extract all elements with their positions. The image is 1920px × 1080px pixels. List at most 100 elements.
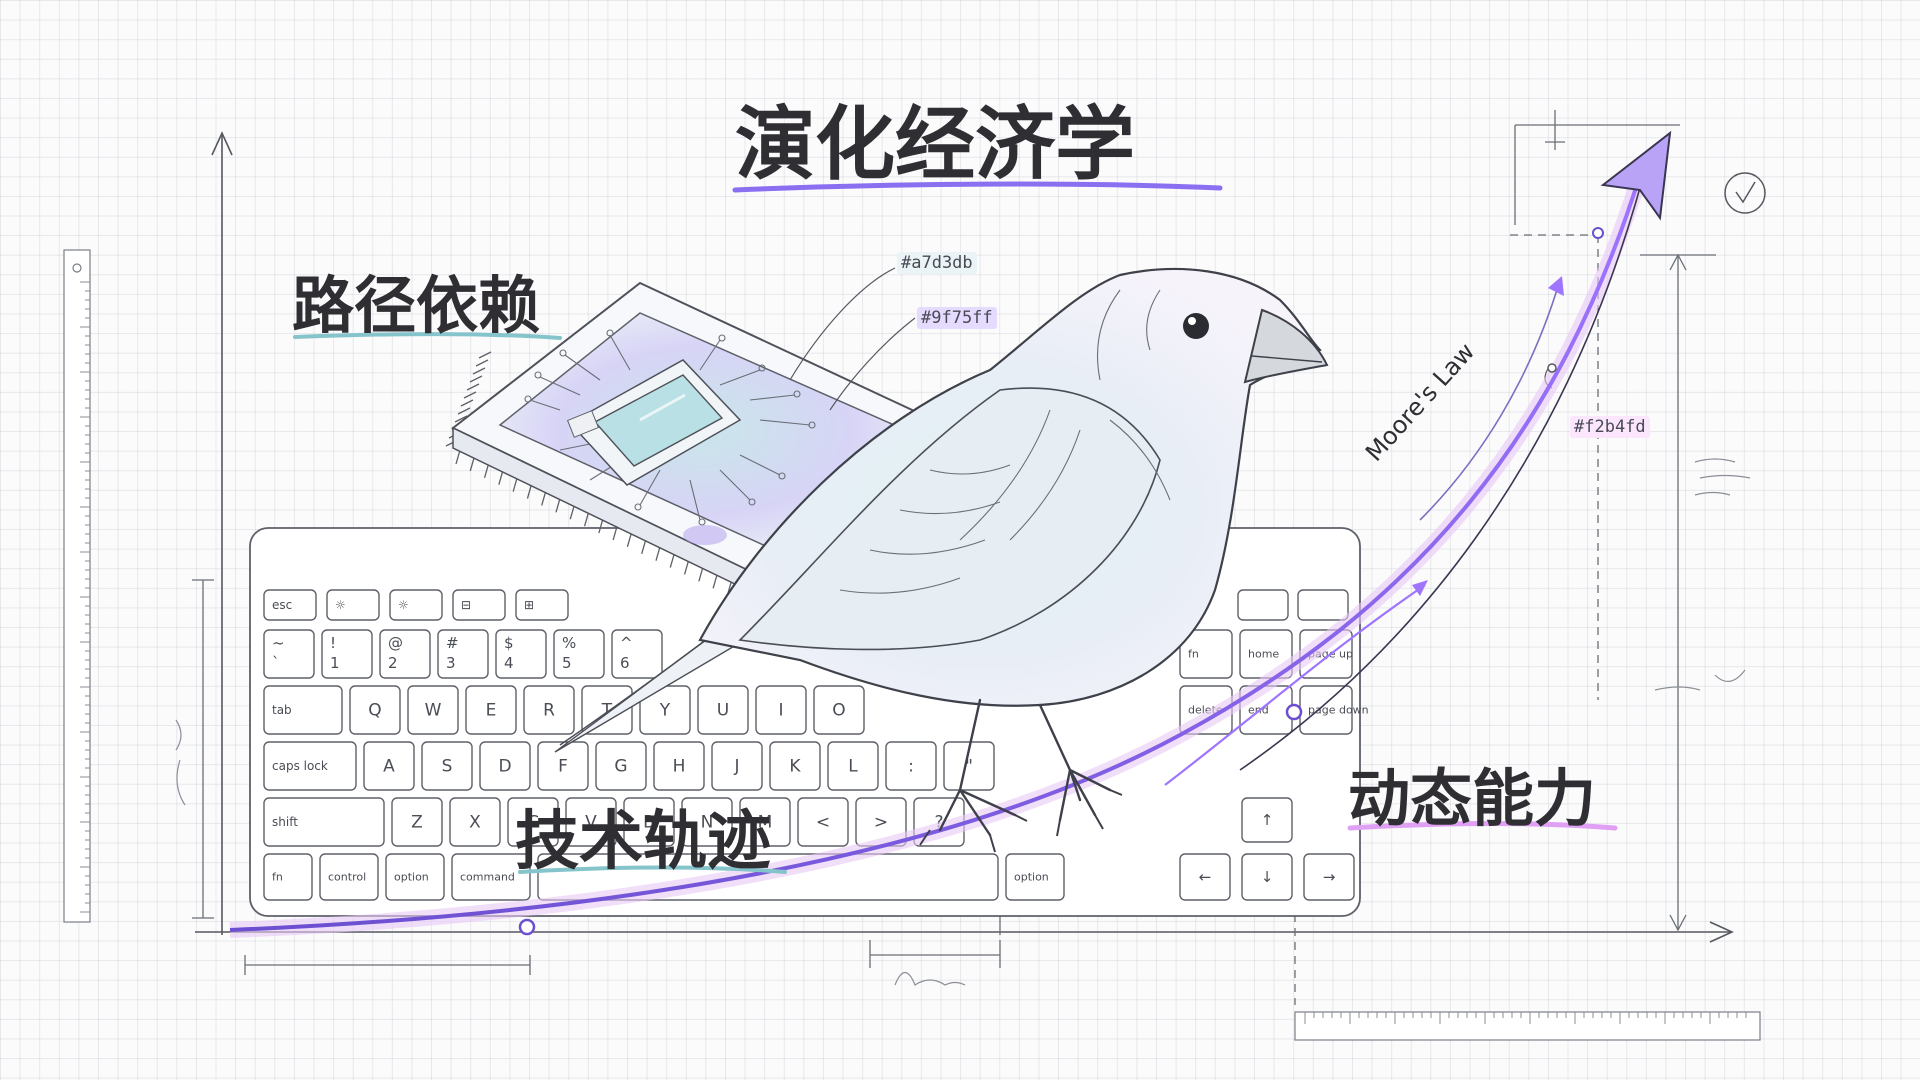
svg-text:^: ^ [620, 634, 633, 652]
key-letter: A [363, 741, 415, 791]
key-number: ~` [263, 629, 315, 679]
svg-text:Q: Q [368, 701, 381, 721]
key-fn-row: ☼ [389, 589, 443, 621]
key-letter: < [797, 797, 849, 847]
svg-text:command: command [460, 871, 515, 884]
svg-text:option: option [1014, 871, 1049, 884]
svg-text:fn: fn [272, 871, 283, 884]
svg-text:K: K [789, 757, 801, 777]
svg-text:U: U [717, 701, 729, 721]
key-letter: F [537, 741, 589, 791]
svg-text:page down: page down [1308, 704, 1369, 717]
checkmark-circle-icon [1724, 172, 1766, 214]
svg-text:W: W [425, 701, 442, 721]
svg-text:6: 6 [620, 654, 630, 672]
key-nav: page down [1299, 685, 1369, 735]
svg-text:shift: shift [272, 815, 298, 829]
key-letter: L [827, 741, 879, 791]
ruler-icon [63, 249, 91, 923]
key-letter: : [885, 741, 937, 791]
key-letter: I [755, 685, 807, 735]
svg-text:option: option [394, 871, 429, 884]
svg-text:3: 3 [446, 654, 456, 672]
svg-text:J: J [733, 757, 739, 777]
svg-text::: : [908, 757, 914, 777]
key-modifier: option [385, 853, 445, 901]
svg-text:$: $ [504, 634, 514, 652]
key-letter: M [739, 797, 791, 847]
key-number: ^6 [611, 629, 663, 679]
key-letter: O [813, 685, 865, 735]
key-letter: N [681, 797, 733, 847]
key-letter: K [769, 741, 821, 791]
key-number: %5 [553, 629, 605, 679]
key-arrow-down: ↓ [1241, 853, 1293, 901]
svg-text:L: L [848, 757, 858, 777]
key-number: !1 [321, 629, 373, 679]
svg-text:%: % [562, 634, 576, 652]
svg-text:R: R [543, 701, 555, 721]
svg-text:⊟: ⊟ [461, 598, 471, 612]
svg-text:X: X [469, 813, 481, 833]
key-number: @2 [379, 629, 431, 679]
key-letter: S [421, 741, 473, 791]
label-path-dependence: 路径依赖 [292, 269, 541, 342]
svg-text:V: V [585, 813, 597, 833]
svg-text:S: S [442, 757, 453, 777]
key-fn-row: esc [263, 589, 317, 621]
key-fn-row: ⊟ [452, 589, 506, 621]
key-number: $4 [495, 629, 547, 679]
svg-text:caps lock: caps lock [272, 759, 328, 773]
color-tag-pink: #f2b4fd [1570, 416, 1650, 438]
key-tab: tab [263, 685, 343, 735]
svg-text:!: ! [330, 634, 336, 652]
svg-text:`: ` [272, 654, 280, 672]
svg-text:home: home [1248, 648, 1279, 661]
svg-text:F: F [558, 757, 568, 777]
color-tag-violet: #9f75ff [917, 307, 997, 329]
key-number: #3 [437, 629, 489, 679]
svg-text:D: D [498, 757, 511, 777]
svg-text:↑: ↑ [1261, 811, 1274, 829]
svg-text:Z: Z [411, 813, 423, 833]
svg-text:O: O [832, 701, 845, 721]
key-nav: fn [1179, 629, 1233, 679]
svg-text:M: M [758, 813, 773, 833]
key-arrow-up: ↑ [1241, 797, 1293, 843]
svg-text:1: 1 [330, 654, 340, 672]
svg-text:A: A [383, 757, 395, 777]
svg-text:G: G [614, 757, 627, 777]
key-modifier: command [451, 853, 531, 901]
svg-text:<: < [816, 813, 830, 833]
svg-text:⊞: ⊞ [524, 598, 534, 612]
svg-text:Y: Y [659, 701, 671, 721]
svg-text:esc: esc [272, 598, 292, 612]
svg-text:C: C [527, 813, 539, 833]
svg-text:H: H [673, 757, 686, 777]
axes [195, 131, 1734, 943]
color-tag-teal: #a7d3db [897, 252, 977, 274]
svg-text:5: 5 [562, 654, 572, 672]
key-letter: G [595, 741, 647, 791]
key-caps-lock: caps lock [263, 741, 357, 791]
svg-text:☼: ☼ [398, 598, 409, 612]
title: 演化经济学 [735, 98, 1135, 191]
key-letter: Y [639, 685, 691, 735]
svg-text:☼: ☼ [335, 598, 346, 612]
svg-text:~: ~ [272, 634, 285, 652]
svg-text:>: > [874, 813, 888, 833]
svg-text:@: @ [388, 634, 403, 652]
svg-text:B: B [643, 813, 655, 833]
key-letter: J [711, 741, 763, 791]
svg-text:2: 2 [388, 654, 398, 672]
key-fn-row [1297, 589, 1349, 621]
key-shift: shift [263, 797, 385, 847]
key-letter: W [407, 685, 459, 735]
label-dynamic-capability: 动态能力 [1348, 762, 1597, 835]
svg-text:→: → [1323, 868, 1336, 886]
svg-text:N: N [701, 813, 714, 833]
key-letter: D [479, 741, 531, 791]
key-letter: B [623, 797, 675, 847]
svg-text:E: E [486, 701, 497, 721]
